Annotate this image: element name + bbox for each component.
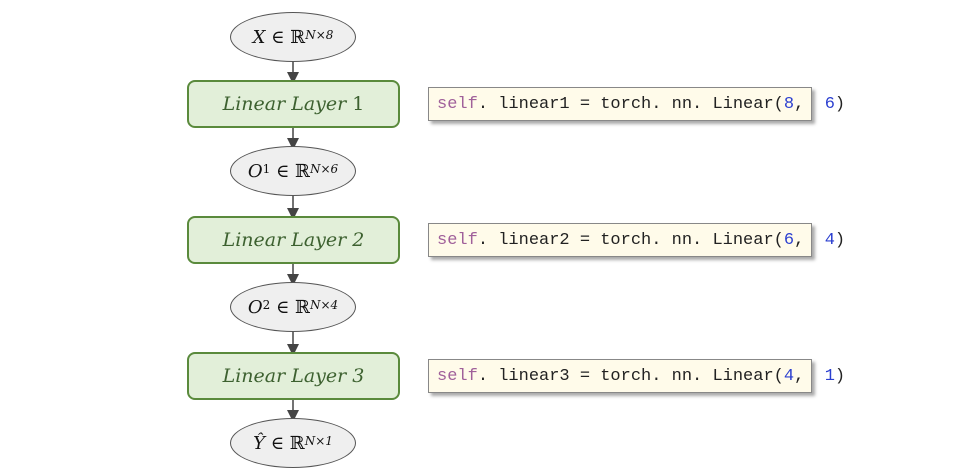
node-sup: 1	[262, 162, 271, 176]
element-of: ∈	[275, 296, 290, 318]
element-of: ∈	[270, 432, 285, 454]
layer-label: Linear Layer	[222, 365, 347, 387]
code-close: )	[834, 366, 846, 386]
code-text: . linear3 = torch. nn. Linear(	[477, 366, 784, 386]
code-in: 6	[783, 230, 795, 250]
code-text: . linear2 = torch. nn. Linear(	[477, 230, 784, 250]
code-self: self	[437, 94, 478, 114]
code-out: 4	[824, 230, 835, 250]
code-self: self	[437, 230, 478, 250]
element-of: ∈	[271, 26, 285, 48]
node-dims: N×8	[305, 28, 334, 42]
reals: ℝ	[295, 160, 310, 182]
layer-label: Linear Layer	[222, 93, 347, 115]
code-out: 6	[824, 94, 835, 114]
code-close: )	[834, 94, 846, 114]
code-sep: ,	[794, 366, 825, 386]
node-dims: N×6	[309, 162, 339, 176]
linear-layer-2: Linear Layer 2	[187, 216, 400, 264]
node-sup: 2	[262, 298, 271, 312]
layer-index: 3	[352, 365, 365, 387]
reals: ℝ	[295, 296, 310, 318]
code-linear1: self. linear1 = torch. nn. Linear(8, 6)	[428, 87, 845, 121]
linear-layer-3: Linear Layer 3	[187, 352, 400, 400]
code-sep: ,	[794, 94, 825, 114]
node-var: O	[247, 160, 263, 182]
layer-index: 2	[352, 229, 365, 251]
code-self: self	[437, 366, 478, 386]
reals: ℝ	[289, 432, 305, 454]
reals: ℝ	[290, 26, 306, 48]
code-close: )	[834, 230, 846, 250]
element-of: ∈	[275, 160, 290, 182]
code-text: . linear1 = torch. nn. Linear(	[477, 94, 784, 114]
code-linear2: self. linear2 = torch. nn. Linear(6, 4)	[428, 223, 845, 257]
layer-label: Linear Layer	[222, 229, 347, 251]
node-var: Ŷ	[253, 432, 265, 454]
node-dims: N×4	[309, 298, 339, 312]
code-out: 1	[824, 366, 835, 386]
code-linear3: self. linear3 = torch. nn. Linear(4, 1)	[428, 359, 845, 393]
node-dims: N×1	[304, 434, 333, 448]
linear-layer-1: Linear Layer 1	[187, 80, 400, 128]
node-var: O	[247, 296, 263, 318]
code-in: 4	[783, 366, 795, 386]
code-sep: ,	[794, 230, 825, 250]
code-in: 8	[783, 94, 795, 114]
node-var: X	[252, 26, 266, 48]
layer-index: 1	[352, 93, 365, 115]
